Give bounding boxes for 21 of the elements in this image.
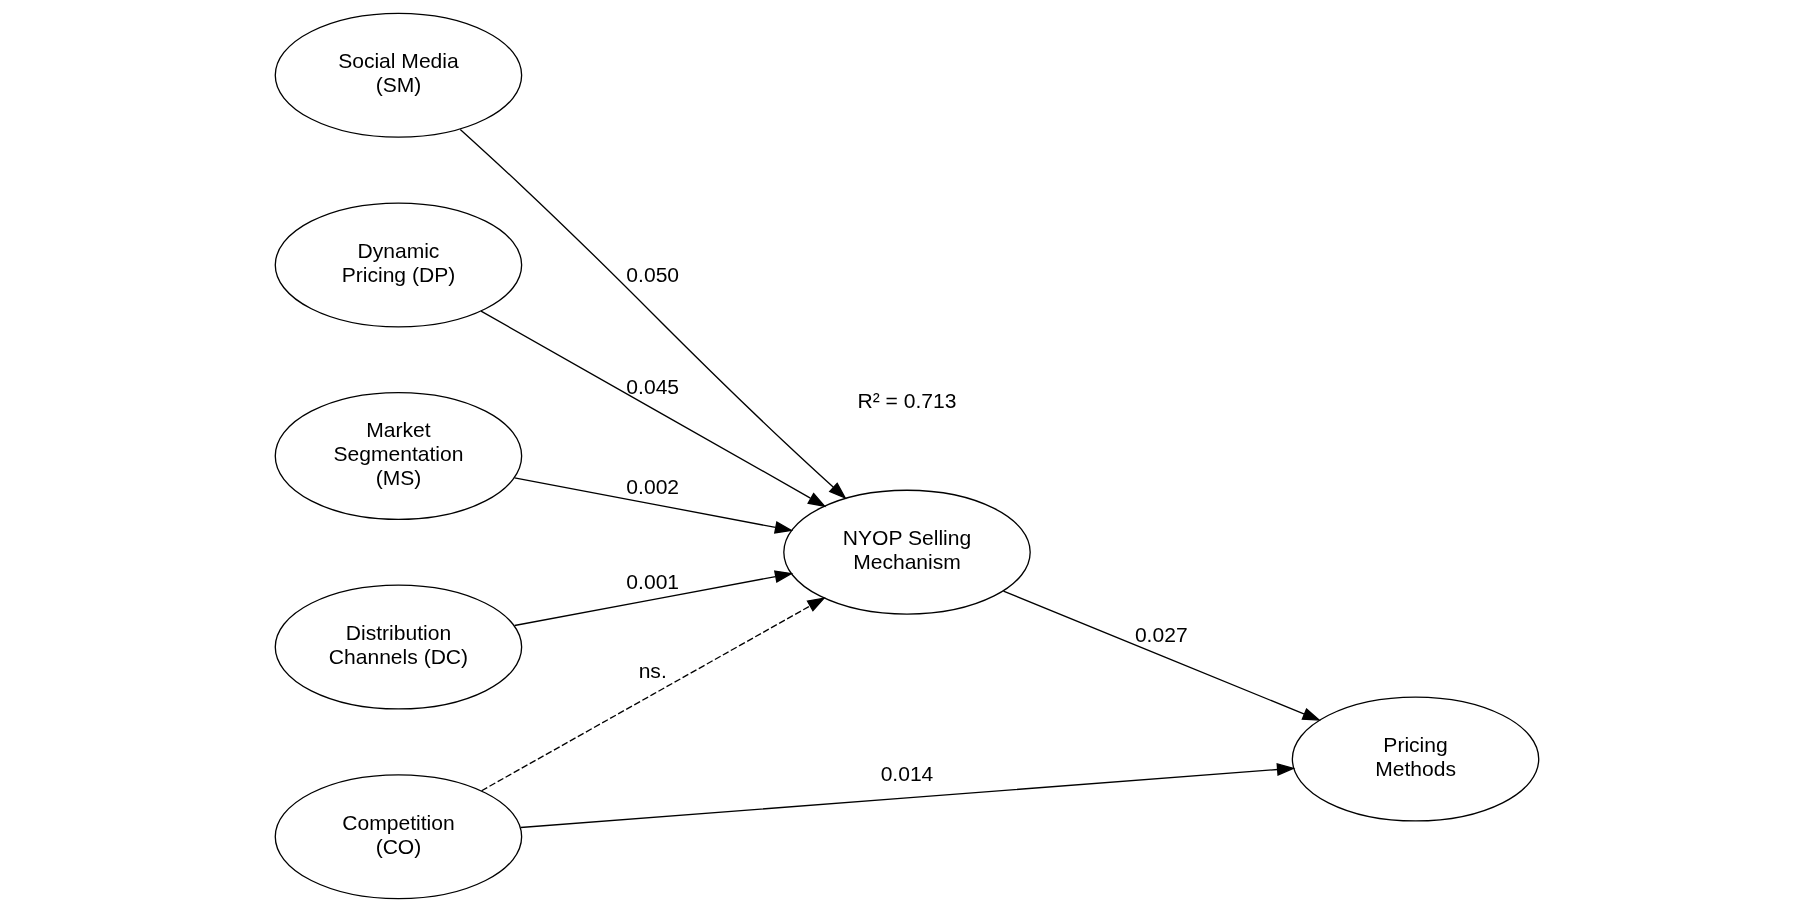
node-ellipse: Distribution Channels (DC) — [274, 584, 522, 710]
node-ellipse: Competition (CO) — [274, 774, 522, 900]
arrow — [519, 763, 1295, 829]
arrow — [513, 477, 793, 534]
edge-label: 0.050 — [625, 262, 679, 286]
node-ellipse: Market Segmentation (MS) — [274, 391, 522, 521]
edge-label: ns. — [638, 659, 667, 683]
arrow — [459, 128, 847, 500]
node-ellipse: Social Media (SM) — [274, 12, 522, 138]
edge-label: 0.014 — [880, 762, 933, 786]
arrow — [480, 597, 826, 792]
node-ellipse: Pricing Methods — [1291, 696, 1539, 822]
arrow — [479, 310, 826, 508]
edge-label: 0.001 — [625, 569, 679, 593]
edge-label: 0.027 — [1134, 622, 1188, 646]
edge-label: 0.002 — [625, 474, 679, 498]
node-label: R² = 0.713 — [857, 389, 956, 413]
arrow — [1002, 590, 1321, 721]
edge-label: 0.045 — [625, 374, 679, 398]
node-ellipse: Dynamic Pricing (DP) — [274, 202, 522, 328]
arrow — [513, 570, 793, 627]
